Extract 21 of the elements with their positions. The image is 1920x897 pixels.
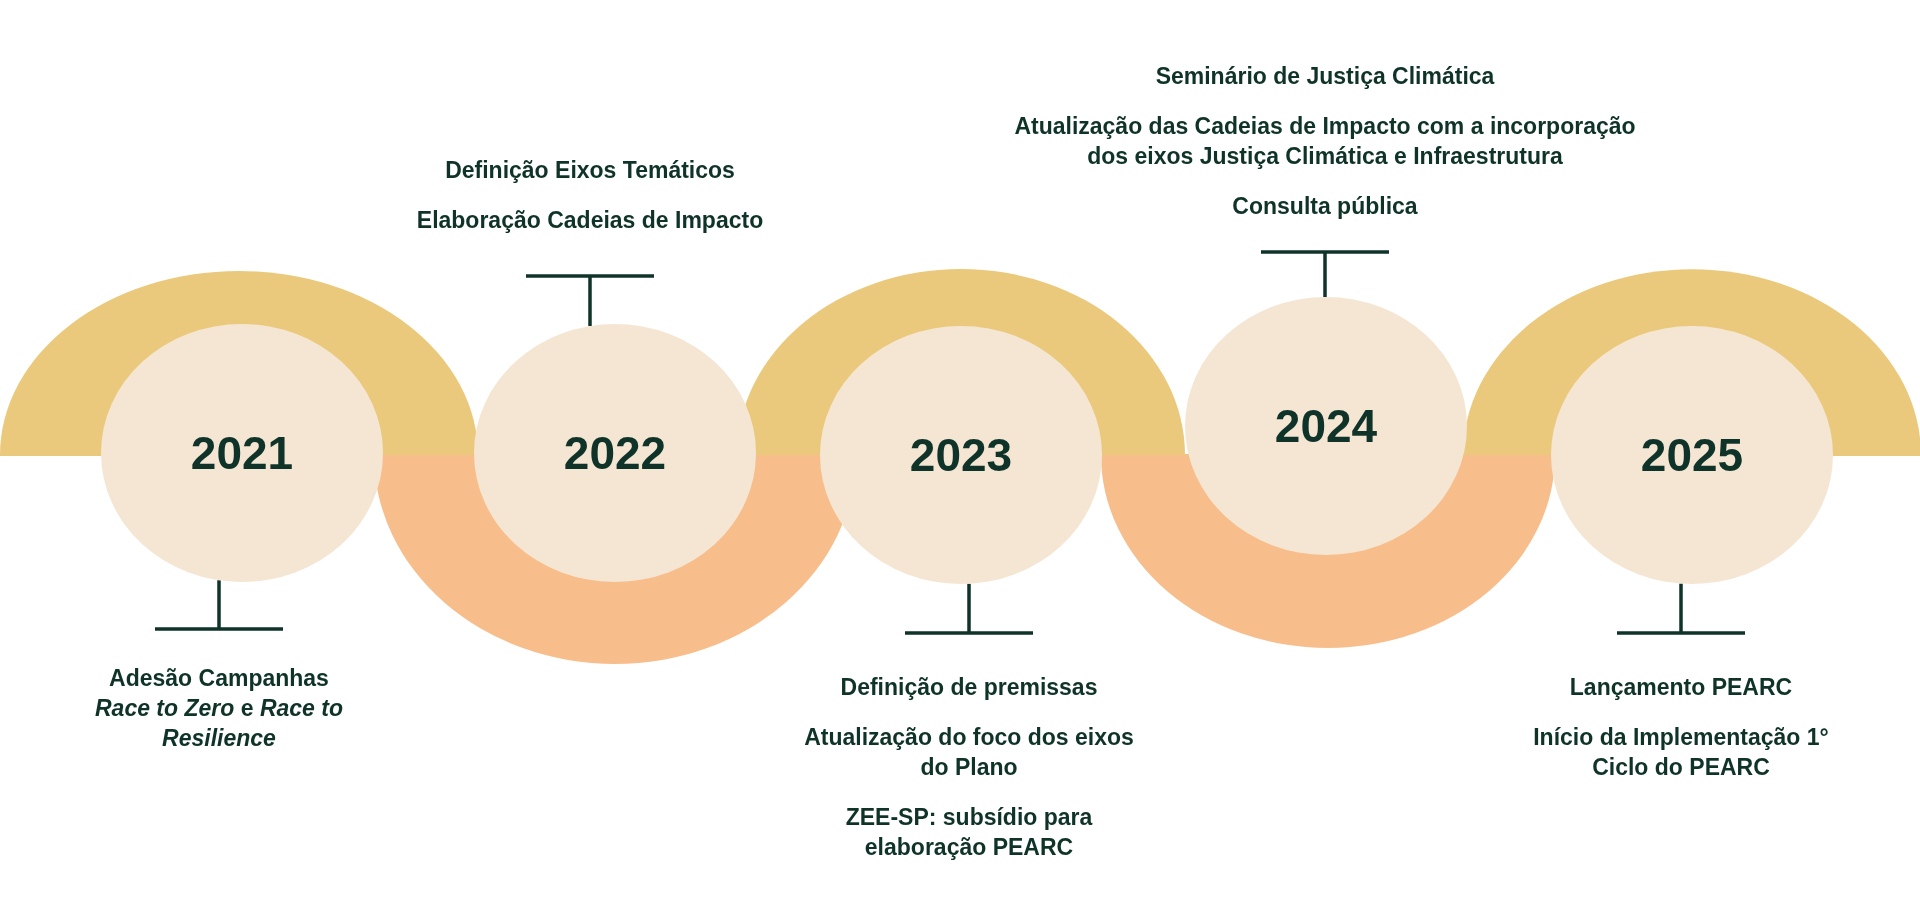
timeline-marker-line bbox=[1259, 250, 1391, 297]
milestone-text: Definição Eixos Temáticos bbox=[445, 156, 735, 186]
year-label: 2021 bbox=[190, 425, 294, 481]
year-label: 2024 bbox=[1274, 398, 1378, 454]
milestone-text: Início da Implementação 1° Ciclo do PEARC bbox=[1532, 722, 1830, 782]
milestone-text: Atualização das Cadeias de Impacto com a incorporação dos eixos Justiça Climática e Infraestrutura bbox=[1013, 112, 1637, 172]
milestone-text: Atualização do foco dos eixos do Plano bbox=[803, 722, 1135, 782]
milestone-text: Adesão Campanhas Race to Zero e Race to Resilience bbox=[94, 664, 344, 753]
year-label: 2022 bbox=[563, 425, 667, 481]
milestone-text: Lançamento PEARC bbox=[1569, 673, 1793, 702]
milestone-text: Seminário de Justiça Climática bbox=[1155, 62, 1495, 92]
timeline-marker-line bbox=[1615, 583, 1747, 635]
timeline-marker-line bbox=[153, 580, 285, 631]
milestone-text: Definição de premissas bbox=[840, 673, 1098, 702]
timeline-marker-line bbox=[903, 583, 1035, 635]
year-label: 2025 bbox=[1640, 427, 1744, 483]
milestone-text: ZEE-SP: subsídio para elaboração PEARC bbox=[844, 802, 1094, 862]
timeline-marker-line bbox=[524, 274, 656, 327]
milestone-text: Elaboração Cadeias de Impacto bbox=[416, 206, 764, 236]
year-label: 2023 bbox=[909, 427, 1013, 483]
milestone-text: Consulta pública bbox=[1232, 192, 1418, 222]
